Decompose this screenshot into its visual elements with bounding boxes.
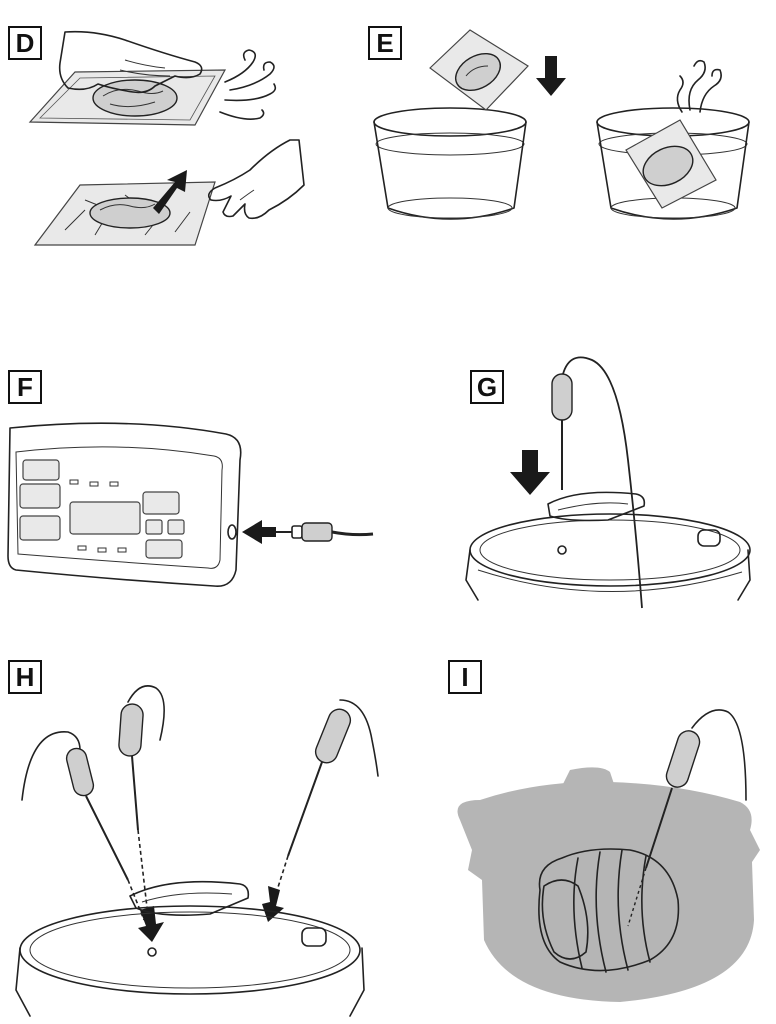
pressure-cooker-lid-icon-h: [15, 880, 365, 1017]
probe-left-icon: [21, 731, 145, 921]
control-panel-icon: [7, 422, 242, 587]
air-escape-icon: [219, 49, 277, 120]
sealed-bag-icon: [429, 29, 529, 111]
arrow-down-icon-h1: [138, 906, 164, 942]
temperature-probe-icon: [551, 356, 643, 609]
panel-f-illustration: [7, 422, 374, 587]
panel-e-illustration: [373, 29, 750, 220]
panel-i-illustration: [457, 709, 760, 1002]
hand-pressing-icon: [58, 30, 203, 94]
roast-meat-icon: [538, 848, 680, 973]
air-escape-icon-e: [676, 59, 722, 113]
panel-d-illustration: [28, 30, 305, 246]
panel-label-h: H: [8, 660, 42, 694]
panel-h-illustration: [15, 685, 379, 1017]
panel-label-i: I: [448, 660, 482, 694]
panel-g-illustration: [465, 356, 751, 609]
water-bowl-right: [596, 107, 750, 220]
pressure-cooker-lid-icon: [465, 491, 751, 601]
arrow-down-icon-h2: [262, 886, 284, 922]
arrow-down-icon-g: [510, 450, 550, 495]
water-bowl-left: [373, 107, 527, 220]
arrow-down-icon: [536, 56, 566, 96]
probe-jack-icon: [276, 522, 374, 542]
arrow-left-icon: [242, 520, 276, 544]
probe-right-icon: [271, 699, 379, 907]
panel-label-e: E: [368, 26, 402, 60]
cooker-silhouette-icon: [457, 767, 760, 1002]
temperature-probe-icon-i: [627, 709, 747, 927]
panel-label-g: G: [470, 370, 504, 404]
vacuum-bag-top: [28, 69, 227, 126]
panel-label-f: F: [8, 370, 42, 404]
probe-center-icon: [118, 685, 165, 917]
panel-label-d: D: [8, 26, 42, 60]
vacuum-bag-bottom: [33, 181, 216, 246]
arrow-up-icon: [153, 170, 187, 214]
hand-sealing-icon: [207, 139, 305, 220]
